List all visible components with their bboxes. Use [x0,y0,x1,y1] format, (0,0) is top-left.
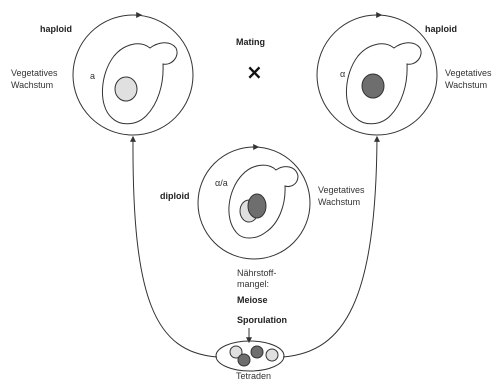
mating-type-alpha-label: α [340,69,345,79]
mating-type-a-label: a [90,71,95,81]
haploid-right-label: haploid [425,24,457,34]
spore-light-2 [266,349,278,361]
tetrad-to-haploid-alpha-arrow [283,137,377,357]
spore-dark-2 [251,346,263,358]
diploid-label: diploid [160,191,190,201]
naehrstoff-label-1: Nährstoff- [237,268,276,278]
haploid-alpha-nucleus [362,74,384,98]
haploid-left-label: haploid [40,24,72,34]
haploid-a-nucleus [115,77,137,101]
tetrad-to-haploid-a-arrow [133,137,217,357]
spore-dark-1 [238,354,250,366]
haploid-a-cell [102,43,177,124]
cross-icon: × [246,60,263,84]
meiose-label: Meiose [237,295,268,305]
mating-label: Mating [236,37,265,47]
veg-left-label-2: Wachstum [11,80,53,90]
naehrstoff-label-2: mangel: [237,279,269,289]
veg-right-label-1: Vegetatives [445,68,492,78]
veg-mid-label-2: Wachstum [318,197,360,207]
haploid-a-cell-cycle: a haploid Vegetatives Wachstum [11,15,193,135]
veg-left-label-1: Vegetatives [11,68,58,78]
tetrad-ascus [216,341,284,371]
sporulation-label: Sporulation [237,315,287,325]
diploid-cell-cycle: α/a diploid Vegetatives Wachstum [160,147,365,259]
veg-mid-label-1: Vegetatives [318,185,365,195]
haploid-alpha-cell-cycle: α haploid Vegetatives Wachstum [317,15,492,135]
mating-type-alpha-a-label: α/a [215,178,228,188]
tetraden-label: Tetraden [236,371,271,380]
diploid-nucleus-dark [248,194,266,218]
veg-right-label-2: Wachstum [445,80,487,90]
